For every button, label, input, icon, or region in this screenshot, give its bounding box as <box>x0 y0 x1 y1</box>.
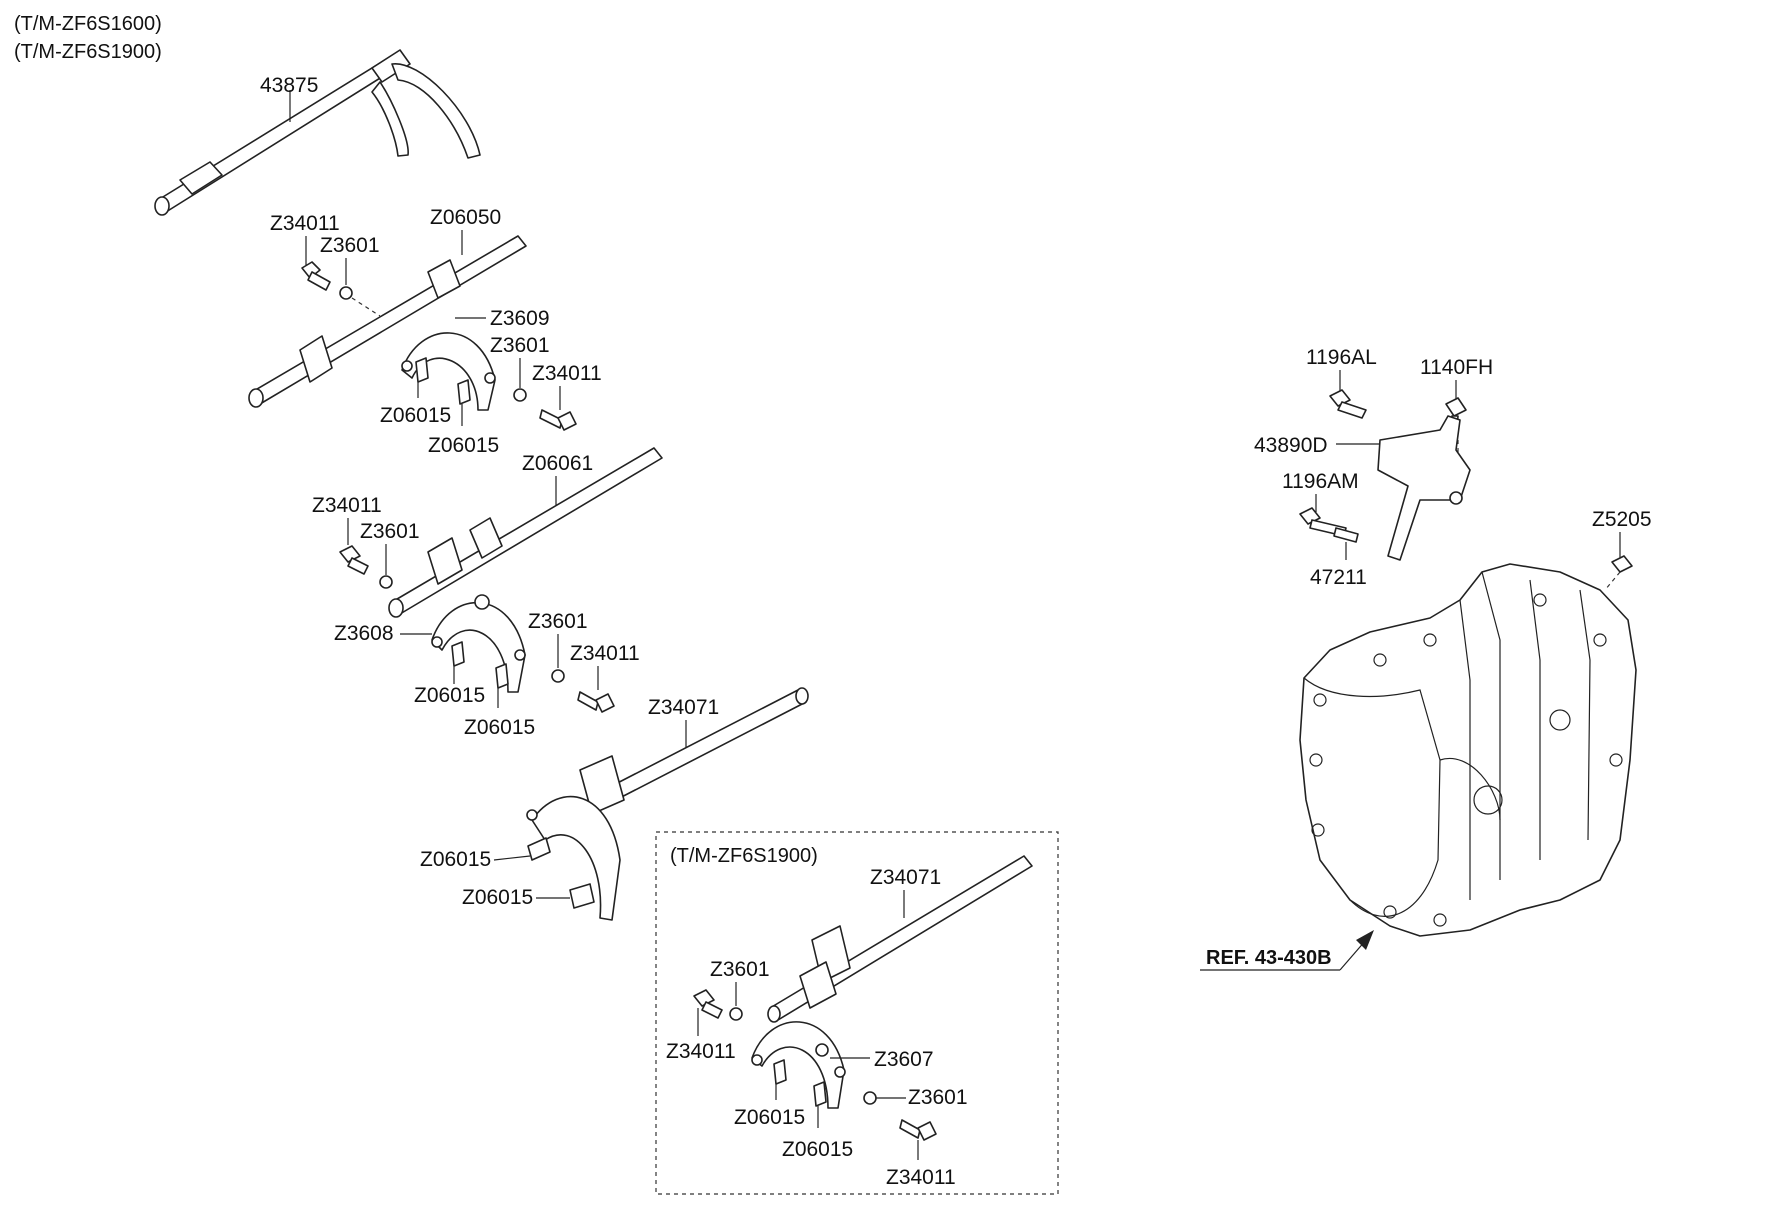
callout-z06015-c: Z06015 <box>414 684 485 707</box>
callout-z34011-d: Z34011 <box>570 642 640 665</box>
callout-z3607: Z3607 <box>874 1048 934 1071</box>
shoe-z06015-d <box>495 663 509 689</box>
callout-1140fh: 1140FH <box>1420 356 1493 379</box>
reference-arrow <box>1200 930 1374 971</box>
shift-fork-z3608 <box>431 594 526 693</box>
callout-z34011-f: Z34011 <box>886 1166 956 1189</box>
callout-z06015-b: Z06015 <box>428 434 499 457</box>
washer-z3601-d <box>551 669 565 683</box>
dash-line <box>351 297 381 317</box>
shift-rail-z06050 <box>248 235 527 408</box>
callout-z3601-d: Z3601 <box>528 610 588 633</box>
callout-z3601-f: Z3601 <box>908 1086 968 1109</box>
shift-rail-z06061 <box>388 447 663 618</box>
shoe-z06015-c <box>451 641 465 667</box>
callout-z3601-a: Z3601 <box>320 234 380 257</box>
callout-z06015-a: Z06015 <box>380 404 451 427</box>
washer-z3601-a <box>339 286 353 300</box>
callout-z5205: Z5205 <box>1592 508 1652 531</box>
bracket-43890d <box>1377 415 1471 561</box>
bolt-z34011-c <box>339 545 369 575</box>
callout-z06015-e: Z06015 <box>420 848 491 871</box>
inset-box <box>655 831 1059 1195</box>
shoe-z06015-h <box>813 1081 827 1107</box>
callout-z34011-e: Z34011 <box>666 1040 736 1063</box>
callout-47211: 47211 <box>1310 566 1367 589</box>
header-variant-2: (T/M-ZF6S1900) <box>14 41 162 63</box>
shift-fork-z3607 <box>751 1021 846 1109</box>
callout-z06015-h: Z06015 <box>782 1138 853 1161</box>
callout-1196al: 1196AL <box>1306 346 1377 369</box>
washer-z3601-c <box>379 575 393 589</box>
bolt-z34011-d <box>577 691 615 713</box>
washer-z3601-e <box>729 1007 743 1021</box>
callout-z06050: Z06050 <box>430 206 501 229</box>
plug-z5205 <box>1611 555 1633 573</box>
shoe-z06015-e <box>527 837 551 861</box>
callout-z34071-b: Z34071 <box>870 866 941 889</box>
inset-title: (T/M-ZF6S1900) <box>670 845 818 867</box>
washer-z3601-b <box>513 388 527 402</box>
bolt-z34011-a <box>301 261 331 291</box>
bolt-z34011-f <box>899 1119 937 1141</box>
callout-z34011-a: Z34011 <box>270 212 340 235</box>
shift-rail-z34071-b <box>767 855 1033 1023</box>
shoe-z06015-f <box>569 883 595 909</box>
shoe-z06015-b <box>457 379 471 405</box>
callout-z34011-b: Z34011 <box>532 362 602 385</box>
leader-c19 <box>493 855 531 861</box>
callout-z06061: Z06061 <box>522 452 593 475</box>
callout-z06015-f: Z06015 <box>462 886 533 909</box>
shift-fork-z06050 <box>401 332 496 411</box>
washer-z3601-f <box>863 1091 877 1105</box>
callout-z3601-b: Z3601 <box>490 334 550 357</box>
header-variant-1: (T/M-ZF6S1600) <box>14 13 162 35</box>
callout-z34071-a: Z34071 <box>648 696 719 719</box>
callout-z06015-d: Z06015 <box>464 716 535 739</box>
dash-line <box>1604 571 1621 591</box>
pin-47211 <box>1333 527 1359 543</box>
shift-rail-z34071-a <box>526 687 809 921</box>
callout-1196am: 1196AM <box>1282 470 1359 493</box>
bolt-1196al <box>1329 389 1367 419</box>
shoe-z06015-g <box>773 1059 787 1085</box>
callout-z3601-e: Z3601 <box>710 958 770 981</box>
bolt-z34011-e <box>693 989 723 1019</box>
callout-z3608: Z3608 <box>334 622 394 645</box>
callout-43875: 43875 <box>260 74 318 97</box>
callout-z34011-c: Z34011 <box>312 494 382 517</box>
reference-label: REF. 43-430B <box>1206 947 1332 969</box>
transmission-case <box>1299 563 1637 937</box>
callout-z06015-g: Z06015 <box>734 1106 805 1129</box>
callout-z3601-c: Z3601 <box>360 520 420 543</box>
callout-43890d: 43890D <box>1254 434 1328 457</box>
callout-z3609: Z3609 <box>490 307 550 330</box>
bolt-z34011-b <box>539 409 577 431</box>
shoe-z06015-a <box>415 357 429 383</box>
shift-rail-43875 <box>154 49 481 216</box>
